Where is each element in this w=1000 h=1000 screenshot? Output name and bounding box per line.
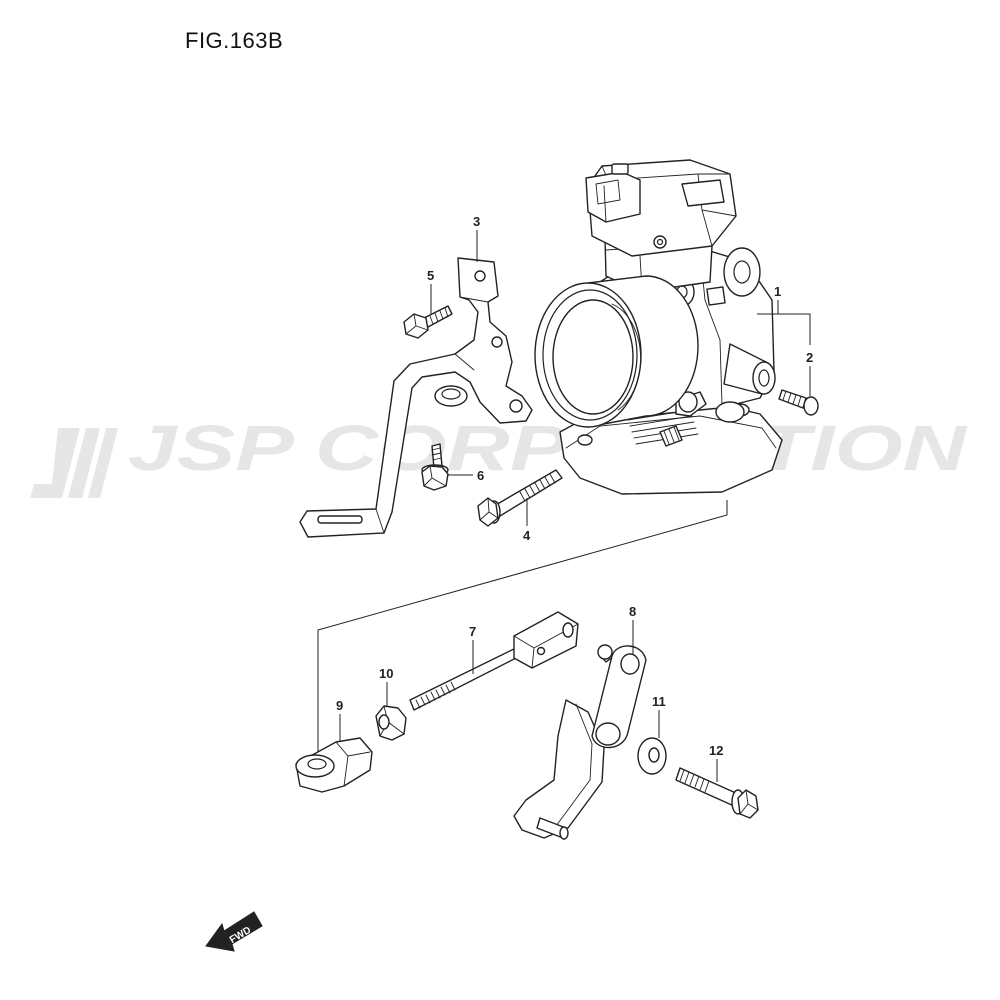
part-8-lever	[513, 645, 647, 840]
callout-6: 6	[477, 468, 484, 483]
throttle-bore-shadow	[611, 303, 642, 411]
screw-2-shaft	[778, 389, 807, 409]
bracket-body	[299, 257, 533, 538]
throttle-return-spring	[627, 409, 699, 445]
part-4-bolt	[477, 469, 563, 527]
part-7-rod	[409, 611, 579, 711]
lever-8-link-lower-boss	[595, 722, 621, 746]
watermark-logo-stripe-1	[30, 428, 80, 498]
callout-7: 7	[469, 624, 476, 639]
bolt-5-head-edge	[405, 313, 429, 335]
part-1-throttle-body	[534, 159, 783, 495]
bolt-12-head-edge	[739, 789, 759, 815]
bracket-grommet-inner	[441, 388, 461, 400]
bolt-6-thread	[431, 447, 442, 461]
sensor-screw	[653, 235, 667, 249]
rod-7-block	[513, 611, 579, 669]
callout-labels: 1 2 3 4 5 6 7 8 9 10 11 12	[336, 214, 813, 758]
callout-10: 10	[379, 666, 393, 681]
part-5-bolt	[403, 305, 453, 339]
washer-11-inner	[648, 747, 660, 763]
callout-1: 1	[774, 284, 781, 299]
socket-9-edge	[335, 741, 371, 787]
socket-9-hole	[307, 758, 327, 770]
fwd-arrow-icon	[205, 911, 263, 952]
throttle-body-side-tube-end	[752, 361, 776, 395]
rod-7-thread	[415, 681, 456, 709]
callout-4: 4	[523, 528, 531, 543]
lever-8-pin-end	[559, 826, 569, 840]
bolt-6-head-edge	[423, 465, 447, 487]
rod-7-set-screw	[536, 646, 546, 656]
rod-7-block-hole	[562, 622, 574, 638]
sensor-connector-tab	[611, 163, 629, 175]
part-12-bolt	[675, 767, 759, 819]
throttle-idle-boss	[715, 401, 745, 423]
bracket-foot-slot	[317, 515, 363, 524]
throttle-stop-screw-thread	[663, 426, 680, 445]
callout-9: 9	[336, 698, 343, 713]
throttle-bore-rim-step	[542, 289, 638, 421]
callout-2: 2	[806, 350, 813, 365]
callout-5: 5	[427, 268, 434, 283]
socket-9-top	[295, 754, 335, 778]
sensor-screw-head	[656, 238, 664, 246]
sensor-label-window	[681, 179, 725, 207]
part-6-bolt	[421, 443, 449, 491]
throttle-body-upper-boss	[723, 247, 761, 297]
bolt-12-thread	[679, 769, 710, 793]
callout-3: 3	[473, 214, 480, 229]
watermark: JSP CORPORATION	[30, 412, 968, 498]
callout-8: 8	[629, 604, 636, 619]
watermark-logo-stripe-3	[88, 428, 118, 498]
throttle-stop-screw	[659, 425, 683, 447]
bracket-bend-line	[375, 296, 489, 534]
fwd-arrow: FWD	[205, 911, 263, 952]
throttle-body-flange-edge	[565, 415, 777, 449]
nut-10-hole	[378, 714, 390, 730]
lever-8-link-upper-eye	[620, 653, 640, 675]
sensor-connector-latch	[595, 179, 621, 223]
screw-2-head	[803, 396, 819, 416]
part-10-nut	[375, 705, 407, 741]
throttle-body-small-pad	[706, 286, 726, 306]
lever-8-arm-edge	[555, 703, 593, 827]
throttle-body-side-tube-bore	[758, 369, 770, 387]
part-9-socket	[295, 737, 373, 793]
throttle-shaft-end	[678, 391, 698, 413]
leader-line-1	[757, 313, 811, 345]
ball-joint-ball	[597, 644, 613, 660]
leader-line-body-to-9	[317, 500, 728, 760]
rod-7-shaft	[409, 645, 525, 711]
bracket-hole-middle	[491, 336, 503, 348]
bolt-6-head	[421, 465, 449, 491]
throttle-bore-inner	[552, 299, 634, 415]
watermark-text: JSP CORPORATION	[128, 412, 968, 484]
screw-2-thread	[782, 390, 802, 407]
bolt-4-thread	[519, 473, 556, 502]
leader-lines	[339, 230, 811, 782]
bracket-hole-top	[474, 270, 486, 282]
flange-bolt-hole	[577, 434, 593, 446]
bracket-hole-bottom	[509, 399, 523, 413]
part-3-bracket	[299, 257, 533, 538]
bolt-5-thread	[429, 307, 449, 325]
part-11-washer	[637, 737, 667, 775]
figure-title: FIG.163B	[185, 28, 283, 53]
part-2-screw	[778, 389, 819, 416]
throttle-body-upper-boss-hole	[733, 260, 751, 284]
bolt-4-head-edge	[479, 497, 499, 521]
callout-12: 12	[709, 743, 723, 758]
watermark-logo-stripe-2	[68, 428, 100, 498]
sensor-connector	[585, 171, 641, 223]
callout-11: 11	[652, 694, 666, 709]
